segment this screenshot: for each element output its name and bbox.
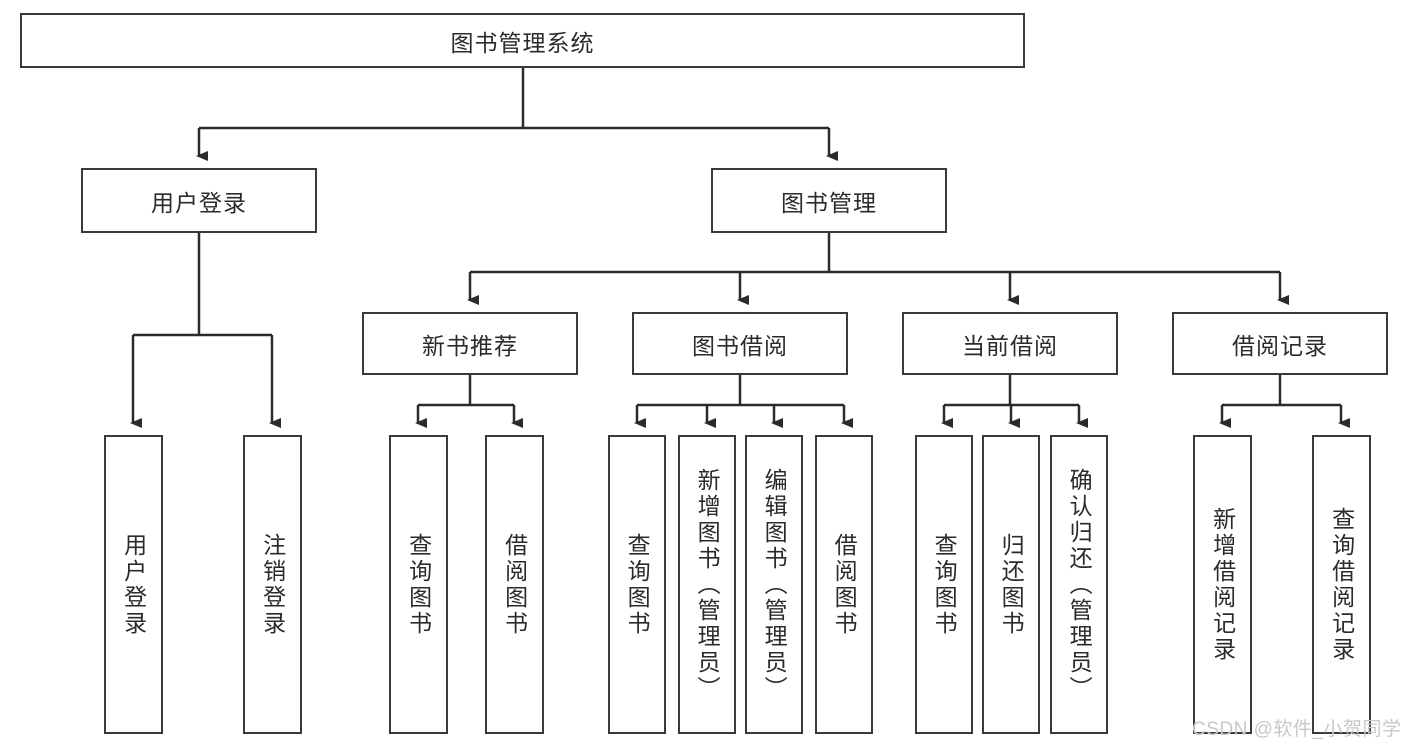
node-new-book-recommend[interactable]: 新书推荐 — [362, 312, 578, 375]
leaf-add-book-admin[interactable]: 新增图书（管理员） — [678, 435, 736, 734]
leaf-edit-book-admin[interactable]: 编辑图书（管理员） — [745, 435, 803, 734]
leaf-borrow-query-book[interactable]: 查询图书 — [608, 435, 666, 734]
leaf-add-borrow-record[interactable]: 新增借阅记录 — [1193, 435, 1252, 734]
node-book-management[interactable]: 图书管理 — [711, 168, 947, 233]
node-label: 图书管理 — [781, 189, 877, 216]
node-label: 查询借阅记录 — [1328, 506, 1355, 663]
leaf-new-book-query[interactable]: 查询图书 — [389, 435, 448, 734]
node-borrow-record[interactable]: 借阅记录 — [1172, 312, 1388, 375]
leaf-query-borrow-record[interactable]: 查询借阅记录 — [1312, 435, 1371, 734]
node-label: 当前借阅 — [962, 332, 1058, 359]
leaf-confirm-return-admin[interactable]: 确认归还（管理员） — [1050, 435, 1108, 734]
leaf-current-query-book[interactable]: 查询图书 — [915, 435, 973, 734]
node-label: 新增图书（管理员） — [694, 467, 721, 702]
csdn-watermark: CSDN @软件_小贺同学 — [1192, 719, 1402, 740]
node-label: 归还图书 — [998, 532, 1025, 637]
node-label: 查询图书 — [931, 532, 958, 637]
leaf-new-book-borrow[interactable]: 借阅图书 — [485, 435, 544, 734]
node-label: 借阅图书 — [831, 532, 858, 637]
node-label: 用户登录 — [151, 189, 247, 216]
node-book-borrow[interactable]: 图书借阅 — [632, 312, 848, 375]
node-user-login[interactable]: 用户登录 — [81, 168, 317, 233]
node-label: 借阅记录 — [1232, 332, 1328, 359]
node-label: 查询图书 — [624, 532, 651, 637]
node-label: 用户登录 — [120, 532, 147, 637]
leaf-user-login[interactable]: 用户登录 — [104, 435, 163, 734]
leaf-return-book[interactable]: 归还图书 — [982, 435, 1040, 734]
node-label: 查询图书 — [405, 532, 432, 637]
node-label: 新增借阅记录 — [1209, 506, 1236, 663]
node-label: 注销登录 — [259, 532, 286, 637]
node-label: 确认归还（管理员） — [1066, 467, 1093, 702]
node-label: 图书借阅 — [692, 332, 788, 359]
leaf-borrow-book[interactable]: 借阅图书 — [815, 435, 873, 734]
node-current-borrow[interactable]: 当前借阅 — [902, 312, 1118, 375]
leaf-logout[interactable]: 注销登录 — [243, 435, 302, 734]
node-root-book-management-system[interactable]: 图书管理系统 — [20, 13, 1025, 68]
node-label: 新书推荐 — [422, 332, 518, 359]
node-label: 编辑图书（管理员） — [761, 467, 788, 702]
node-label: 图书管理系统 — [450, 29, 595, 56]
node-label: 借阅图书 — [501, 532, 528, 637]
